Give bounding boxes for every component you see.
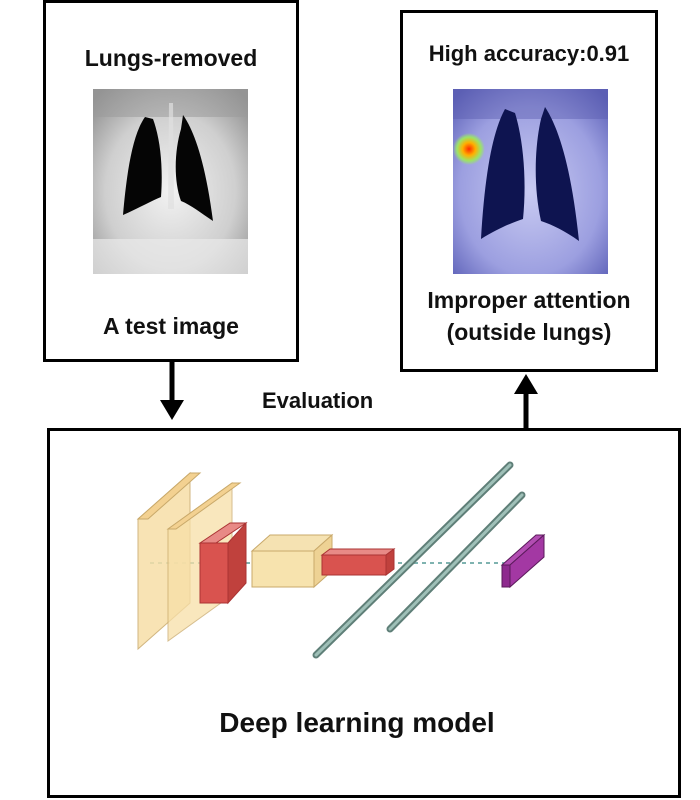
improper-attention-label: Improper attention [427,287,631,313]
result-panel: High accuracy:0.91 Improper attention (o… [400,10,658,372]
output-layer [500,533,546,589]
dense-layer-2 [386,491,526,633]
cnn-architecture-illustration [136,461,546,659]
attention-heatmap-image [453,89,608,274]
pool-layer-2 [320,548,396,576]
lungs-removed-label: Lungs-removed [84,45,258,71]
evaluation-label: Evaluation [262,388,374,413]
dense-layer-1 [312,461,514,659]
conv-layer-3 [250,533,334,589]
pool-layer-1 [198,521,248,605]
accuracy-label: High accuracy:0.91 [428,41,630,66]
arrow-down-to-model [160,362,184,420]
test-image-panel: Lungs-removed A test image [43,0,299,362]
model-caption: Deep learning model [219,707,495,738]
test-image-label: A test image [103,313,239,339]
model-panel: Deep learning model [47,428,681,798]
outside-lungs-label: (outside lungs) [446,319,612,345]
lungs-removed-xray-image [93,89,248,274]
arrow-up-to-result [514,374,538,428]
